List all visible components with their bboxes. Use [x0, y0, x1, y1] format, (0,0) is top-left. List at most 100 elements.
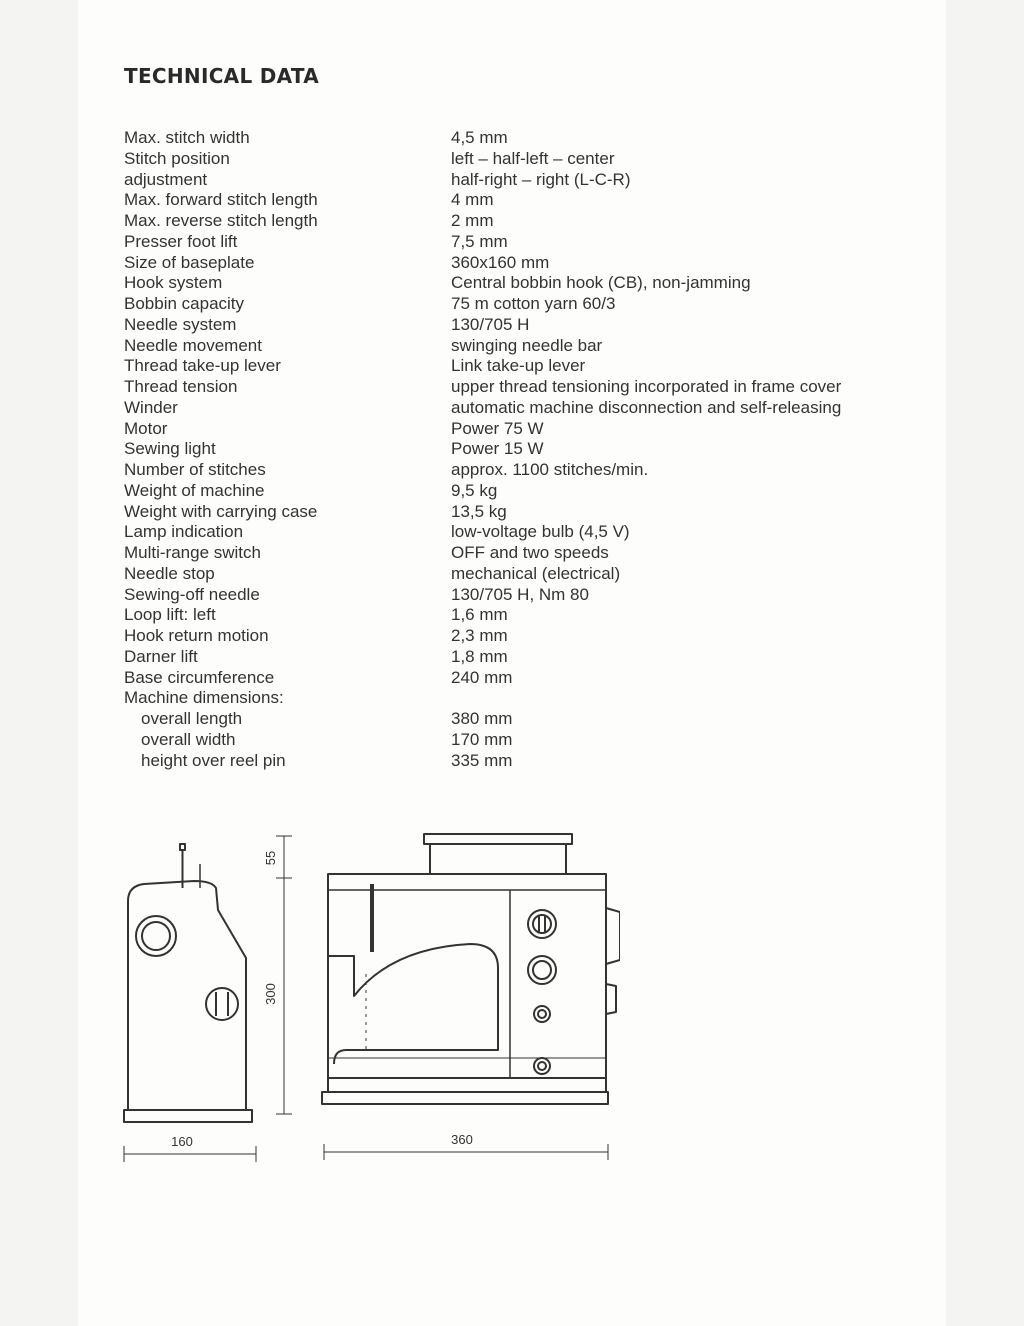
spec-row: Lamp indication low-voltage bulb (4,5 V) — [124, 522, 844, 543]
spec-label: height over reel pin — [141, 750, 286, 770]
spec-label: Sewing-off needle — [124, 584, 260, 604]
spec-row: overall length 380 mm — [124, 709, 844, 730]
spec-label: Stitch position — [124, 148, 230, 168]
spec-row: Max. reverse stitch length 2 mm — [124, 211, 844, 232]
spec-label: Weight of machine — [124, 480, 265, 500]
spec-label: Max. forward stitch length — [124, 190, 318, 210]
spec-value: 13,5 kg — [451, 501, 507, 521]
spec-row: Number of stitches approx. 1100 stitches/… — [124, 460, 844, 481]
spec-value: 75 m cotton yarn 60/3 — [451, 294, 616, 313]
spec-label: Base circumference — [124, 667, 275, 687]
spec-row: Winder automatic machine disconnection an… — [124, 398, 844, 419]
spec-value: OFF and two speeds — [451, 543, 609, 562]
spec-value: upper thread tensioning incorporated in … — [451, 377, 842, 396]
spec-row: Thread take-up lever Link take-up lever — [124, 356, 844, 377]
spec-row: Needle movement swinging needle bar — [124, 336, 844, 357]
spec-value: Power 15 W — [451, 439, 544, 459]
spec-value: Link take-up lever — [451, 356, 586, 376]
spec-row: Sewing-off needle 130/705 H, Nm 80 — [124, 585, 844, 606]
spec-value: half-right – right (L-C-R) — [451, 169, 631, 189]
front-view-drawing — [321, 833, 620, 1105]
spec-label: Thread tension — [124, 377, 238, 396]
spec-value: left – half-left – center — [451, 148, 615, 168]
spec-label: Thread take-up lever — [124, 356, 281, 376]
spec-value: 9,5 kg — [451, 480, 498, 500]
spec-label: Max. reverse stitch length — [124, 211, 318, 230]
spec-value: 7,5 mm — [451, 231, 508, 251]
spec-row: Loop lift: left 1,6 mm — [124, 605, 844, 626]
spec-label: Darner lift — [124, 646, 198, 666]
spec-value: 1,6 mm — [451, 605, 508, 625]
spec-row: Multi-range switch OFF and two speeds — [124, 543, 844, 564]
spec-row: Hook return motion 2,3 mm — [124, 626, 844, 647]
spec-value: 130/705 H, Nm 80 — [451, 584, 589, 604]
spec-row: Base circumference 240 mm — [124, 668, 844, 689]
spec-row: Weight with carrying case 13,5 kg — [124, 502, 844, 523]
spec-row: overall width 170 mm — [124, 730, 844, 751]
spec-row: Max. stitch width 4,5 mm — [124, 128, 844, 149]
spec-label: Needle stop — [124, 563, 215, 583]
spec-label: Number of stitches — [124, 460, 266, 479]
spec-row: adjustment half-right – right (L-C-R) — [124, 170, 844, 191]
spec-value: mechanical (electrical) — [451, 563, 621, 583]
spec-label: Motor — [124, 418, 168, 438]
spec-row: Weight of machine 9,5 kg — [124, 481, 844, 502]
spec-value: 380 mm — [451, 709, 513, 728]
spec-label: overall length — [141, 709, 243, 728]
spec-value: 360x160 mm — [451, 252, 550, 272]
spec-row: Stitch position left – half-left – center — [124, 149, 844, 170]
spec-value: swinging needle bar — [451, 335, 603, 355]
page-title: TECHNICAL DATA — [124, 64, 320, 88]
spec-row: Presser foot lift 7,5 mm — [124, 232, 844, 253]
spec-value: 130/705 H — [451, 314, 530, 334]
spec-label: Presser foot lift — [124, 231, 238, 251]
dimension-front-width-label: 360 — [451, 1132, 473, 1147]
spec-row: Bobbin capacity 75 m cotton yarn 60/3 — [124, 294, 844, 315]
spec-value: 2 mm — [451, 211, 494, 230]
spec-value: Central bobbin hook (CB), non-jamming — [451, 273, 751, 293]
spec-label: Lamp indication — [124, 522, 244, 542]
spec-label: Sewing light — [124, 439, 216, 459]
spec-label: Machine dimensions: — [124, 688, 284, 708]
spec-row: Machine dimensions: — [124, 688, 844, 709]
spec-label: overall width — [141, 729, 236, 749]
spec-value: approx. 1100 stitches/min. — [451, 460, 649, 479]
dimension-top-label: 55 — [263, 851, 278, 865]
spec-row: Size of baseplate 360x160 mm — [124, 253, 844, 274]
spec-row: Max. forward stitch length 4 mm — [124, 190, 844, 211]
spec-row: Darner lift 1,8 mm — [124, 647, 844, 668]
spec-value: 1,8 mm — [451, 646, 508, 666]
spec-row: height over reel pin 335 mm — [124, 751, 844, 772]
spec-label: Multi-range switch — [124, 543, 261, 562]
spec-label: Needle movement — [124, 335, 262, 355]
spec-label: Bobbin capacity — [124, 294, 245, 313]
spec-label: Weight with carrying case — [124, 501, 318, 521]
dimension-lines — [123, 835, 609, 1162]
spec-label: adjustment — [124, 169, 208, 189]
spec-label: Loop lift: left — [124, 605, 216, 625]
spec-table: Max. stitch width 4,5 mm Stitch position l… — [124, 128, 844, 771]
spec-label: Max. stitch width — [124, 128, 250, 147]
spec-value: 4,5 mm — [451, 128, 508, 147]
spec-row: Motor Power 75 W — [124, 419, 844, 440]
spec-value — [451, 688, 844, 709]
spec-row: Needle stop mechanical (electrical) — [124, 564, 844, 585]
spec-value: 4 mm — [451, 190, 494, 210]
spec-label: Needle system — [124, 314, 237, 334]
spec-value: low-voltage bulb (4,5 V) — [451, 522, 630, 542]
side-view-drawing — [123, 843, 253, 1123]
spec-value: 2,3 mm — [451, 626, 508, 645]
machine-dimension-diagram: 55 300 160 360 — [123, 833, 620, 1162]
spec-value: 335 mm — [451, 750, 513, 770]
dimension-side-width-label: 160 — [171, 1134, 193, 1149]
spec-value: Power 75 W — [451, 418, 544, 438]
spec-row: Thread tension upper thread tensioning in… — [124, 377, 844, 398]
spec-value: automatic machine disconnection and self… — [451, 397, 842, 417]
spec-label: Hook return motion — [124, 626, 269, 645]
spec-value: 240 mm — [451, 667, 513, 687]
spec-value: 170 mm — [451, 729, 513, 749]
spec-row: Sewing light Power 15 W — [124, 439, 844, 460]
spec-label: Size of baseplate — [124, 252, 255, 272]
spec-label: Winder — [124, 397, 178, 417]
